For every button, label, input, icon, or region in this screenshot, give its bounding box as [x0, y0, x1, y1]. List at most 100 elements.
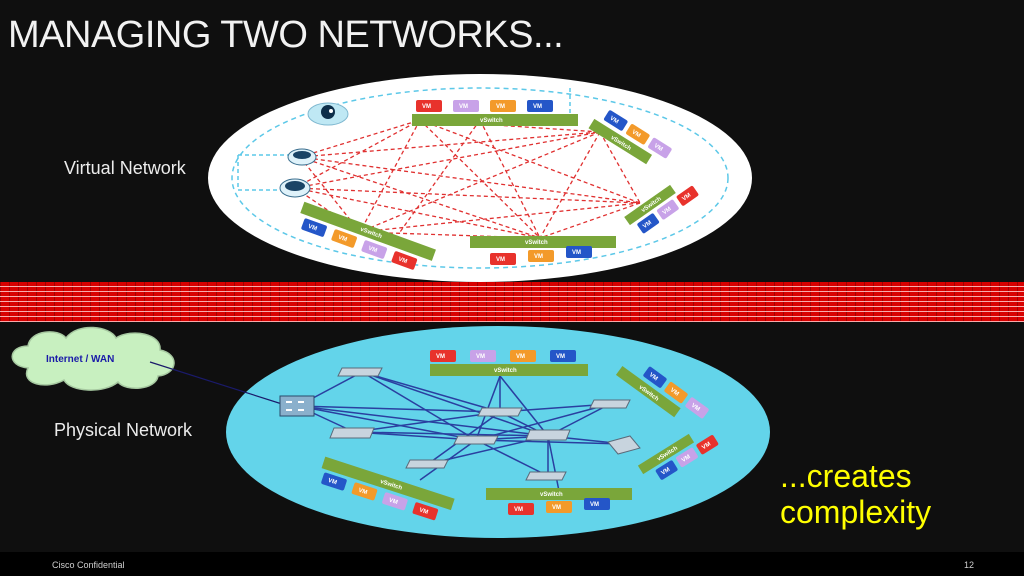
vm-label: VM	[357, 488, 367, 496]
complexity-callout: ...creates complexity	[780, 458, 931, 530]
switch-icon	[329, 427, 375, 439]
server-icon	[307, 102, 349, 126]
brick-wall-divider	[0, 282, 1024, 322]
vswitch-label: vSwitch	[540, 492, 563, 498]
vm-box	[657, 199, 679, 220]
vm-label: VM	[660, 467, 671, 477]
vm-label: VM	[327, 478, 337, 486]
vm-box	[566, 246, 592, 258]
vm-label: VM	[476, 354, 485, 360]
footer-confidential: Cisco Confidential	[52, 560, 125, 570]
virtual-switch-icon	[287, 148, 317, 166]
vm-box	[490, 100, 516, 112]
vm-box	[301, 218, 327, 237]
vswitch-bar	[470, 236, 616, 248]
page-number: 12	[964, 560, 975, 570]
internet-cloud: Internet / WAN	[11, 326, 175, 391]
vm-box	[528, 250, 554, 262]
switch-icon	[525, 471, 567, 481]
vm-label: VM	[533, 104, 542, 110]
vm-box	[453, 100, 479, 112]
vm-box	[331, 229, 357, 248]
vm-box	[664, 382, 688, 404]
vswitch-bar	[300, 201, 436, 261]
vm-box	[382, 492, 408, 511]
vm-box	[490, 253, 516, 265]
vm-box	[676, 447, 698, 468]
cloud-label: Internet / WAN	[46, 354, 114, 365]
switch-icon	[337, 367, 383, 377]
vm-box	[655, 460, 678, 480]
virtual-router-icon	[279, 178, 311, 198]
complexity-line-2: complexity	[780, 494, 932, 530]
switch-icon	[607, 435, 641, 455]
vswitch-group-upper-right: vSwitch VM VM VM	[588, 110, 672, 165]
vm-label: VM	[514, 507, 523, 513]
virtual-network: VM VM VM VM vSwitch vSwitch VM VM VM vSw…	[208, 74, 752, 282]
vm-box	[351, 482, 378, 501]
vswitch-label: vSwitch	[494, 368, 517, 374]
vm-label: VM	[436, 354, 445, 360]
vm-box	[685, 397, 709, 419]
physical-network-label: Physical Network	[54, 420, 193, 440]
vm-box	[584, 498, 610, 510]
vm-box	[676, 185, 699, 206]
vm-label: VM	[516, 354, 525, 360]
vm-box	[637, 213, 660, 234]
vswitch-bar	[412, 114, 578, 126]
complexity-line-1: ...creates	[780, 458, 912, 494]
vswitch-bar	[430, 364, 588, 376]
vm-label: VM	[609, 116, 620, 126]
physical-network-ellipse	[226, 326, 770, 538]
vm-box	[696, 435, 719, 455]
vm-box	[648, 137, 672, 159]
vswitch-bar	[615, 365, 681, 418]
vm-label: VM	[418, 507, 428, 515]
vswitch-group-top: VM VM VM VM vSwitch	[412, 100, 578, 126]
vm-label: VM	[337, 235, 348, 244]
footer-bar	[0, 552, 1024, 576]
vm-label: VM	[642, 220, 653, 230]
switch-icon	[405, 459, 449, 469]
physical-network: Internet / WAN	[11, 326, 770, 538]
vswitch-label: vSwitch	[480, 118, 503, 124]
vm-box	[470, 350, 496, 362]
vm-box	[412, 502, 439, 521]
vswitch-group-bottom: vSwitch VM VM VM	[470, 236, 616, 265]
vswitch-bar	[624, 184, 676, 226]
virtual-boundary	[231, 87, 729, 269]
vm-label: VM	[648, 372, 659, 382]
vm-label: VM	[534, 254, 543, 260]
vm-label: VM	[496, 104, 505, 110]
vm-box	[527, 100, 553, 112]
vm-box	[510, 350, 536, 362]
vm-label: VM	[572, 250, 581, 256]
virtual-network-label: Virtual Network	[64, 158, 186, 178]
vm-box	[361, 240, 388, 259]
vm-label: VM	[496, 257, 505, 263]
vm-label: VM	[422, 104, 431, 110]
vm-label: VM	[367, 246, 378, 255]
vm-label: VM	[459, 104, 468, 110]
vm-box	[550, 350, 576, 362]
vm-label: VM	[669, 387, 680, 397]
vm-box	[626, 124, 650, 145]
core-router-icon	[279, 395, 315, 417]
virtual-network-ellipse	[208, 74, 752, 282]
vm-box	[321, 472, 347, 491]
vm-label: VM	[556, 354, 565, 360]
vm-label: VM	[552, 505, 561, 511]
vm-box	[430, 350, 456, 362]
vm-label: VM	[590, 502, 599, 508]
vm-label: VM	[662, 206, 673, 216]
wan-link	[149, 361, 283, 405]
vswitch-bar	[637, 433, 695, 475]
vm-box	[643, 366, 667, 388]
vm-label: VM	[307, 224, 318, 233]
switch-icon	[525, 429, 571, 441]
vm-label: VM	[690, 403, 701, 413]
vm-label: VM	[681, 454, 692, 464]
vm-box	[604, 110, 628, 131]
physical-vswitch-top: VM VM VM VM vSwitch	[430, 350, 588, 376]
